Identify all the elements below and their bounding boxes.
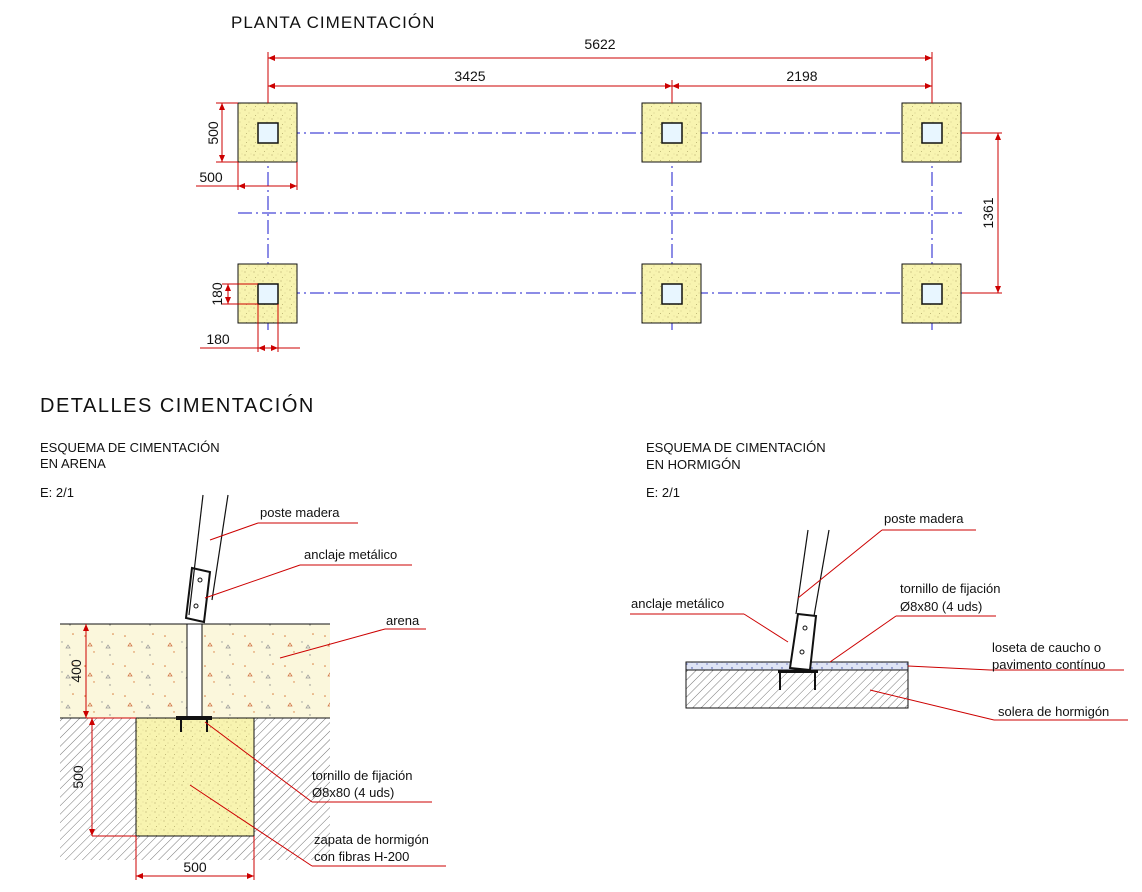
concrete-label-anchor: anclaje metálico	[631, 596, 724, 611]
concrete-label-screw-line2: Ø8x80 (4 uds)	[900, 599, 982, 614]
concrete-detail: ESQUEMA DE CIMENTACIÓN EN HORMIGÓN E: 2/…	[630, 440, 1128, 721]
sand-dim-footing-depth: 500	[70, 765, 86, 789]
sand-label-screw-line2: Ø8x80 (4 uds)	[312, 785, 394, 800]
sand-heading-line2: EN ARENA	[40, 456, 106, 471]
concrete-scale: E: 2/1	[646, 485, 680, 500]
concrete-label-tile-line1: loseta de caucho o	[992, 640, 1101, 655]
sand-label-footing-line1: zapata de hormigón	[314, 832, 429, 847]
dim-footing-h-label: 500	[205, 121, 221, 145]
sand-label-sand: arena	[386, 613, 420, 628]
metal-anchor	[184, 566, 212, 624]
footing-plan	[237, 102, 962, 324]
sand-dim-footing-width: 500	[183, 859, 207, 875]
dim-total-label: 5622	[584, 36, 615, 52]
concrete-metal-anchor	[788, 612, 818, 672]
concrete-slab	[685, 669, 909, 709]
dim-right-label: 2198	[786, 68, 817, 84]
concrete-heading-line1: ESQUEMA DE CIMENTACIÓN	[646, 440, 826, 455]
concrete-base-plate	[778, 670, 818, 673]
concrete-label-screw-line1: tornillo de fijación	[900, 581, 1000, 596]
base-plate	[176, 716, 212, 720]
plan-dimensions	[196, 52, 1002, 352]
concrete-heading-line2: EN HORMIGÓN	[646, 457, 741, 472]
dim-footing-w-label: 500	[199, 169, 223, 185]
sand-dim-layer: 400	[68, 659, 84, 683]
concrete-footing	[135, 717, 255, 837]
dim-post-w-label: 180	[206, 331, 230, 347]
wooden-post	[188, 494, 204, 616]
concrete-label-tile-line2: pavimento contínuo	[992, 657, 1105, 672]
axis-lines	[238, 100, 962, 330]
sand-label-screw-line1: tornillo de fijación	[312, 768, 412, 783]
sand-detail: ESQUEMA DE CIMENTACIÓN EN ARENA E: 2/1	[40, 440, 446, 880]
concrete-label-post: poste madera	[884, 511, 964, 526]
dim-left-label: 3425	[454, 68, 485, 84]
plan-dimension-labels: 5622 3425 2198 1361 500 500 180 180	[199, 36, 996, 347]
ground-hatch-bottom	[136, 836, 254, 860]
sand-scale: E: 2/1	[40, 485, 74, 500]
sand-label-post: poste madera	[260, 505, 340, 520]
details-title: DETALLES CIMENTACIÓN	[40, 394, 315, 417]
dim-post-h-label: 180	[209, 282, 225, 306]
sand-label-footing-line2: con fibras H-200	[314, 849, 409, 864]
sand-label-anchor: anclaje metálico	[304, 547, 397, 562]
plan-title: PLANTA CIMENTACIÓN	[231, 13, 435, 32]
concrete-wooden-post	[795, 529, 809, 615]
steel-stem	[186, 623, 203, 719]
sand-heading-line1: ESQUEMA DE CIMENTACIÓN	[40, 440, 220, 455]
concrete-label-slab: solera de hormigón	[998, 704, 1109, 719]
dim-depth-label: 1361	[980, 197, 996, 228]
